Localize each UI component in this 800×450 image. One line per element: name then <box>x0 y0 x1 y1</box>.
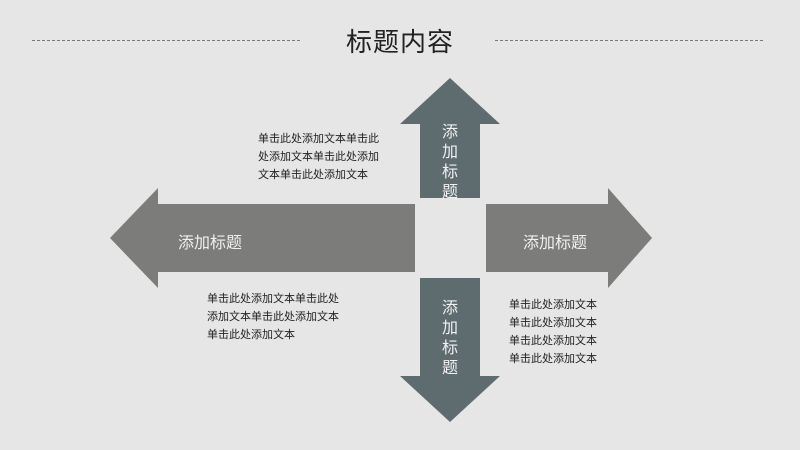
up-arrow-label: 添加标题 <box>441 122 458 201</box>
title-divider-right <box>495 40 763 41</box>
text-line: 单击此处添加文本 <box>509 334 597 347</box>
down-arrow-shape <box>400 278 500 422</box>
right-arrow-shape <box>486 188 652 288</box>
text-line: 单击此处添加文本 <box>509 352 597 365</box>
page-title: 标题内容 <box>345 28 454 58</box>
text-line: 单击此处添加文本单击此处 <box>207 292 339 305</box>
left-arrow-shape <box>110 188 415 288</box>
title-divider-left <box>32 40 300 41</box>
down-arrow-label: 添加标题 <box>441 298 458 377</box>
text-line: 处添加文本单击此处添加 <box>258 150 379 163</box>
text-line: 单击此处添加文本 <box>207 328 295 341</box>
text-line: 添加文本单击此处添加文本 <box>207 310 339 323</box>
left-arrow-label: 添加标题 <box>178 233 243 252</box>
up-arrow-shape <box>400 78 500 198</box>
text-block-top-left: 单击此处添加文本单击此 处添加文本单击此处添加 文本单击此处添加文本 <box>258 130 379 184</box>
text-line: 单击此处添加文本 <box>509 316 597 329</box>
text-line: 单击此处添加文本单击此 <box>258 132 379 145</box>
right-arrow-label: 添加标题 <box>523 233 588 252</box>
text-line: 文本单击此处添加文本 <box>258 168 368 181</box>
text-block-bottom-left: 单击此处添加文本单击此处 添加文本单击此处添加文本 单击此处添加文本 <box>207 290 339 344</box>
text-block-bottom-right: 单击此处添加文本 单击此处添加文本 单击此处添加文本 单击此处添加文本 <box>509 296 597 368</box>
text-line: 单击此处添加文本 <box>509 298 597 311</box>
